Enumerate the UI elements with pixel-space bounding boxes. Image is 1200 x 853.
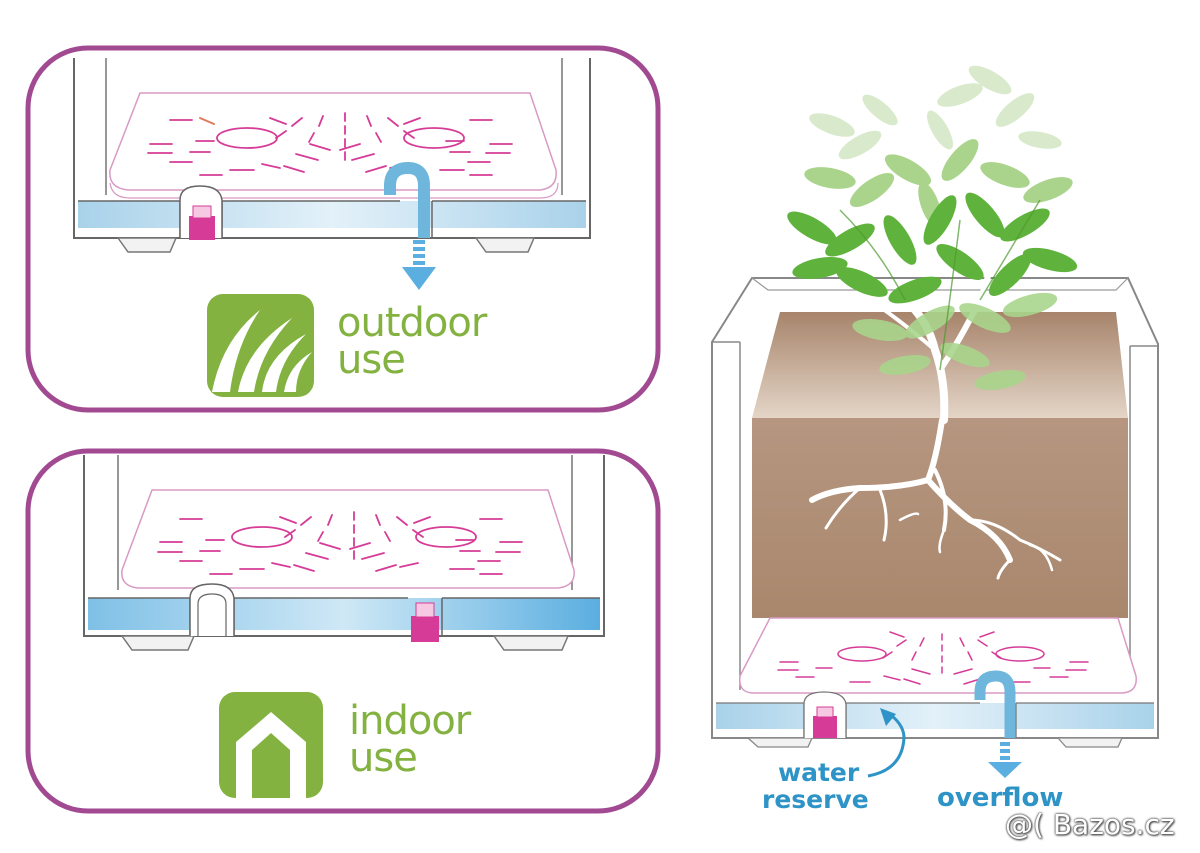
- outdoor-water-reserve: [78, 201, 586, 228]
- indoor-drain-plug: [411, 616, 439, 642]
- outdoor-drain-plug: [189, 216, 215, 240]
- plant-foliage: [787, 65, 1078, 390]
- planter-illustration: [711, 65, 1159, 778]
- outdoor-panel: [25, 45, 661, 413]
- outdoor-overflow-pipe: [384, 161, 430, 238]
- indoor-panel: [25, 448, 661, 814]
- indoor-grid-plate: [121, 489, 575, 589]
- outdoor-grid-plate: [109, 92, 557, 191]
- outdoor-use-label-line2: use: [337, 337, 406, 383]
- house-icon: [219, 692, 323, 798]
- planter-drain-plug: [813, 716, 837, 738]
- water-reserve-label-line2: reserve: [762, 785, 869, 814]
- water-reserve-pointer: [867, 714, 906, 778]
- watermark: @( Bazos.cz: [1005, 808, 1175, 841]
- water-reserve-label: water: [778, 758, 860, 787]
- plant-roots: [809, 417, 1062, 580]
- indoor-use-label-line2: use: [349, 735, 418, 781]
- arrow-down-icon: [402, 240, 436, 290]
- grass-icon: [207, 294, 314, 397]
- outdoor-use-label: outdoor: [337, 300, 487, 346]
- planter-water-reserve: [716, 703, 1154, 729]
- indoor-pot-outline: [83, 455, 605, 637]
- overflow-label: overflow: [937, 783, 1064, 813]
- planter-soil: [752, 418, 1128, 618]
- outdoor-pot-outline: [73, 58, 591, 239]
- indoor-water-reserve: [88, 598, 600, 630]
- indoor-use-label: indoor: [349, 698, 471, 744]
- planter-grid-plate: [739, 617, 1137, 694]
- arrow-down-icon: [988, 742, 1022, 778]
- planter-overflow-pipe: [974, 670, 1016, 738]
